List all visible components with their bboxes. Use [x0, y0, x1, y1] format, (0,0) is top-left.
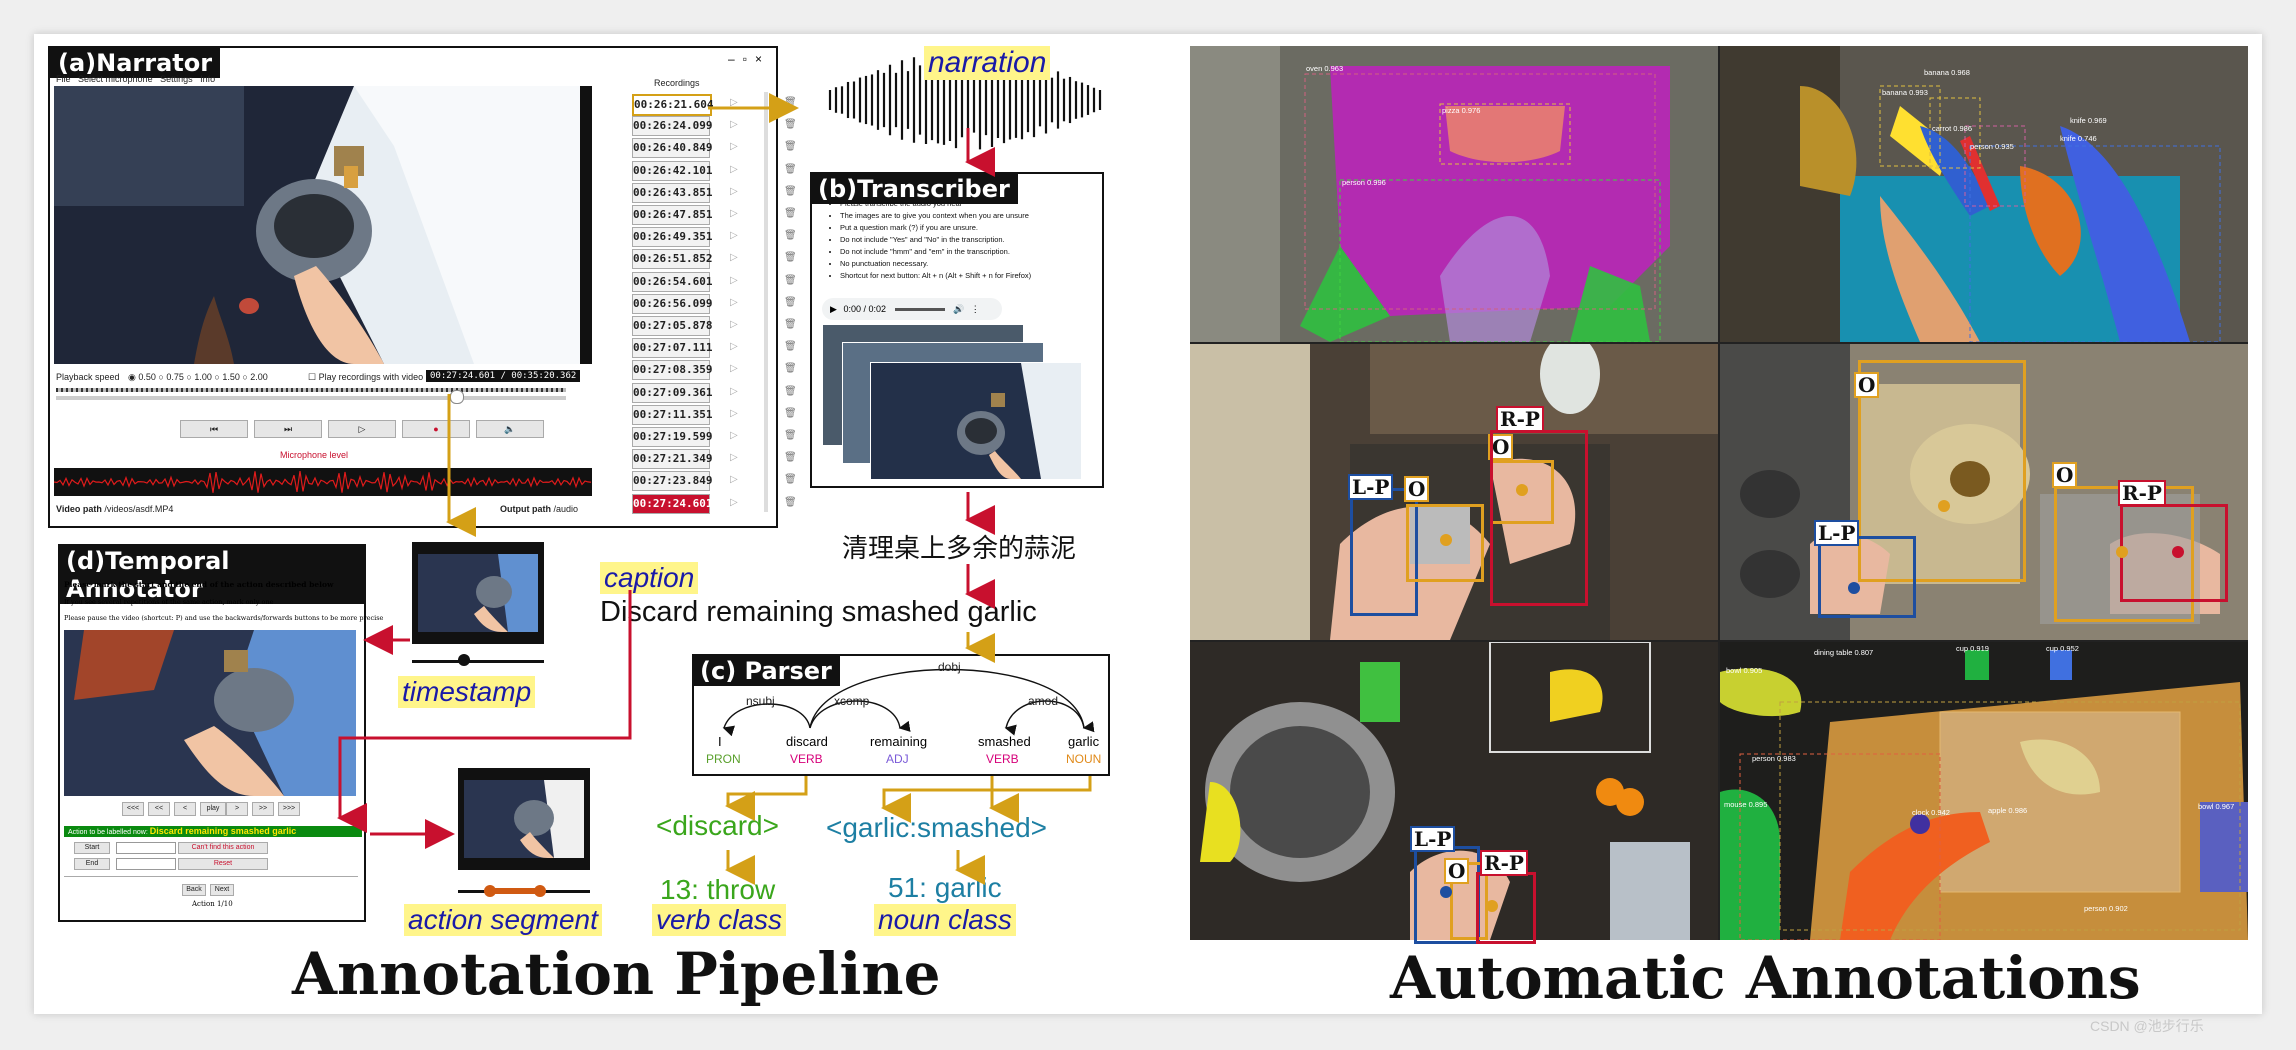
label-object-mr-2: O — [2052, 462, 2077, 488]
box-left-hand-mr — [1818, 536, 1916, 618]
det-mouse: mouse 0.895 — [1724, 800, 1767, 809]
det-knife-1: knife 0.969 — [2070, 116, 2107, 125]
det-person-br: person 0.983 — [1752, 754, 1796, 763]
label-left-hand-ml: L-P — [1348, 474, 1393, 500]
contact-dot-bl-1 — [1440, 886, 1452, 898]
det-oven: oven 0.963 — [1306, 64, 1343, 73]
contact-dot-mr-3 — [2116, 546, 2128, 558]
tile-hands-left — [1190, 344, 1718, 640]
det-person: person 0.996 — [1342, 178, 1386, 187]
tile-hands-left-image — [1190, 344, 1718, 640]
tile-cutting-image — [1720, 46, 2248, 342]
det-knife-2: knife 0.746 — [2060, 134, 2097, 143]
det-clock: clock 0.942 — [1912, 808, 1950, 817]
label-right-hand-mr: R-P — [2118, 480, 2166, 506]
det-apple: apple 0.986 — [1988, 806, 2027, 815]
watermark: CSDN @池步行乐 — [2090, 1016, 2204, 1036]
label-object-ml: O — [1404, 476, 1429, 502]
label-left-hand-bl: L-P — [1410, 826, 1455, 852]
contact-dot-ml-1 — [1440, 534, 1452, 546]
det-person-br-2: person 0.902 — [2084, 904, 2128, 913]
label-right-hand-bl: R-P — [1480, 850, 1528, 876]
contact-dot-bl-2 — [1486, 900, 1498, 912]
contact-dot-ml-2 — [1516, 484, 1528, 496]
label-left-hand-mr: L-P — [1814, 520, 1859, 546]
tile-cutting: banana 0.968 banana 0.993 carrot 0.986 p… — [1720, 46, 2248, 342]
contact-dot-mr-2 — [1938, 500, 1950, 512]
auto-title: Automatic Annotations — [1390, 944, 2141, 1012]
det-dining-table: dining table 0.807 — [1814, 648, 1873, 657]
contact-dot-mr-1 — [1848, 582, 1860, 594]
tile-table-image — [1720, 642, 2248, 940]
det-banana-2: banana 0.993 — [1882, 88, 1928, 97]
det-cup-1: cup 0.919 — [1956, 644, 1989, 653]
tile-oven-image — [1190, 46, 1718, 342]
box-right-hand-ml — [1490, 430, 1588, 606]
label-object-mr: O — [1854, 372, 1879, 398]
pipeline-arrows — [0, 0, 1150, 1050]
det-carrot: carrot 0.986 — [1932, 124, 1972, 133]
det-bowl-2: bowl 0.967 — [2198, 802, 2234, 811]
det-cup-2: cup 0.952 — [2046, 644, 2079, 653]
det-bowl-1: bowl 0.905 — [1726, 666, 1762, 675]
box-right-hand-bl — [1476, 872, 1536, 944]
det-pizza: pizza 0.976 — [1442, 106, 1480, 115]
det-banana-1: banana 0.968 — [1924, 68, 1970, 77]
label-right-hand-ml: R-P — [1496, 406, 1544, 432]
pipeline-title: Annotation Pipeline — [292, 940, 941, 1008]
det-person-tr: person 0.935 — [1970, 142, 2014, 151]
label-object-bl: O — [1444, 858, 1469, 884]
tile-table: dining table 0.807 cup 0.919 cup 0.952 b… — [1720, 642, 2248, 940]
tile-oven: oven 0.963 pizza 0.976 person 0.996 — [1190, 46, 1718, 342]
contact-dot-mr-4 — [2172, 546, 2184, 558]
auto-grid: oven 0.963 pizza 0.976 person 0.996 — [1190, 46, 2248, 940]
